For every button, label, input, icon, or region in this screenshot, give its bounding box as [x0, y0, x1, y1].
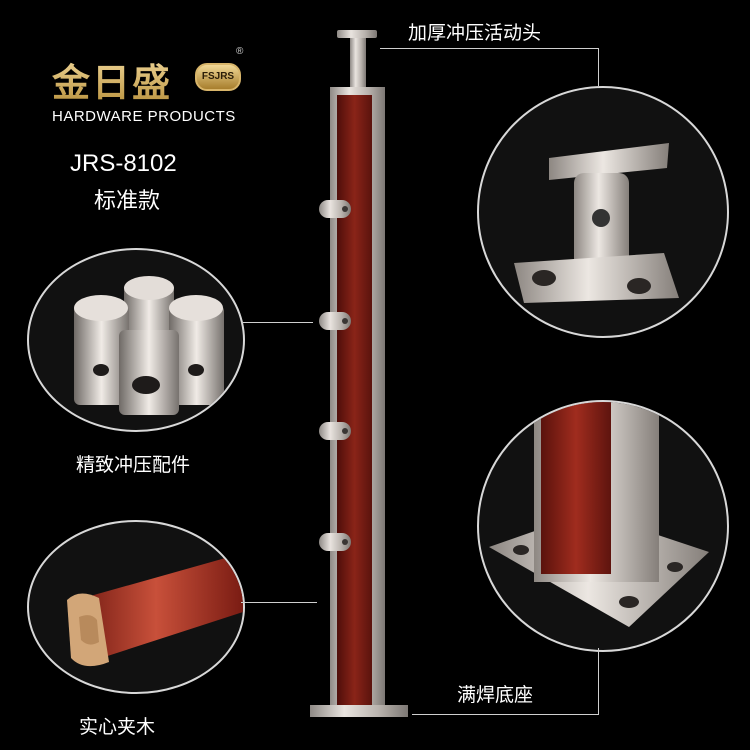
callout-bracket-label: 加厚冲压活动头 — [408, 22, 542, 44]
post-icon — [305, 25, 415, 725]
callout-line — [598, 48, 599, 86]
handrail-detail — [27, 520, 245, 694]
base-plate-icon — [489, 402, 709, 627]
callout-line — [241, 322, 313, 323]
product-variant: 标准款 — [94, 189, 161, 214]
bracket-detail — [477, 86, 729, 338]
callout-base-label: 满焊底座 — [457, 684, 534, 706]
callout-line — [380, 48, 598, 49]
callout-line — [598, 648, 599, 714]
bracket-icon — [514, 143, 679, 303]
callout-line — [412, 714, 599, 715]
fitting-icon — [74, 276, 224, 415]
callout-line — [241, 602, 317, 603]
handrail-icon — [67, 557, 243, 667]
callout-fitting-label: 精致冲压配件 — [76, 454, 191, 476]
brand-subtitle: HARDWARE PRODUCTS — [52, 108, 236, 125]
registered-mark: ® — [236, 46, 244, 57]
brand-badge: FSJRS — [195, 63, 241, 91]
brand-badge-text: FSJRS — [201, 71, 235, 82]
base-detail — [477, 400, 729, 652]
callout-handrail-label: 实心夹木 — [79, 716, 156, 738]
fitting-detail — [27, 248, 245, 432]
brand-logo-text: 金日盛 — [52, 52, 172, 107]
product-model: JRS-8102 — [70, 150, 177, 177]
